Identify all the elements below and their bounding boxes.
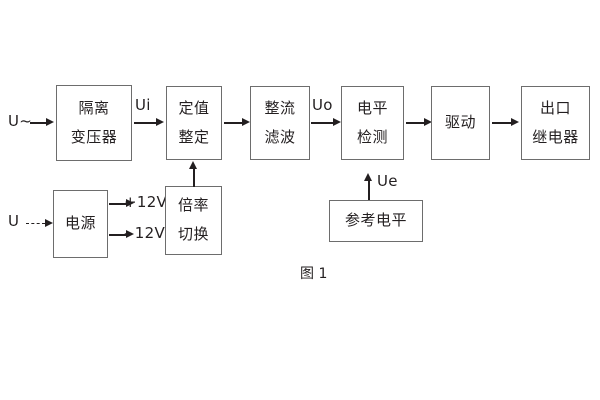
- block-line-2: 检测: [356, 127, 388, 146]
- signal-label-uo: Uo: [312, 96, 333, 114]
- block-setting-value: 定值 整定: [166, 86, 222, 160]
- block-output-relay: 出口 继电器: [521, 86, 590, 160]
- arrow-reference-level-to-level-detection: [364, 173, 373, 200]
- block-line-2: 继电器: [532, 127, 579, 146]
- block-line-2: 变压器: [70, 127, 118, 146]
- rail-label-positive: +12V: [124, 193, 168, 211]
- block-line-2: 切换: [177, 225, 209, 243]
- block-line-1: 出口: [539, 98, 571, 117]
- figure-caption: 图 1: [300, 266, 328, 282]
- arrow-rectifier-filter-to-level-detection: [311, 118, 341, 127]
- arrow-rail-negative: [109, 230, 134, 239]
- block-line-1: 参考电平: [344, 211, 407, 230]
- block-line-2: 滤波: [264, 127, 296, 146]
- arrow-drive-to-output-relay: [492, 118, 519, 127]
- block-line-1: 整流: [264, 98, 296, 117]
- block-line-2: 整定: [178, 127, 210, 146]
- input-label-dc: U: [8, 212, 20, 230]
- arrow-dc-input-to-power-supply: [26, 219, 53, 228]
- block-ratio-switch: 倍率 切换: [165, 186, 222, 255]
- block-line-1: 倍率: [177, 196, 209, 215]
- block-power-supply: 电源: [53, 190, 108, 258]
- arrow-level-detection-to-drive: [406, 118, 432, 127]
- block-level-detection: 电平 检测: [341, 86, 404, 160]
- arrow-rail-positive: [109, 199, 134, 208]
- signal-label-ue: Ue: [377, 172, 398, 190]
- arrow-setting-value-to-rectifier-filter: [224, 118, 250, 127]
- block-line-1: 隔离: [78, 98, 110, 117]
- rail-label-negative: - 12V: [124, 224, 166, 242]
- block-line-1: 电平: [356, 98, 388, 117]
- arrow-ac-input-to-isolation-transformer: [30, 118, 54, 127]
- signal-label-ui: Ui: [135, 96, 151, 114]
- block-line-1: 驱动: [444, 113, 476, 132]
- block-reference-level: 参考电平: [329, 200, 423, 242]
- block-line-1: 定值: [178, 98, 210, 117]
- arrow-ratio-switch-to-setting-value: [189, 161, 198, 187]
- block-rectifier-filter: 整流 滤波: [250, 86, 310, 160]
- block-isolation-transformer: 隔离 变压器: [56, 85, 132, 161]
- block-drive: 驱动: [431, 86, 490, 160]
- arrow-isolation-transformer-to-setting-value: [134, 118, 164, 127]
- block-line-1: 电源: [64, 214, 96, 233]
- input-label-ac: U~: [8, 112, 33, 130]
